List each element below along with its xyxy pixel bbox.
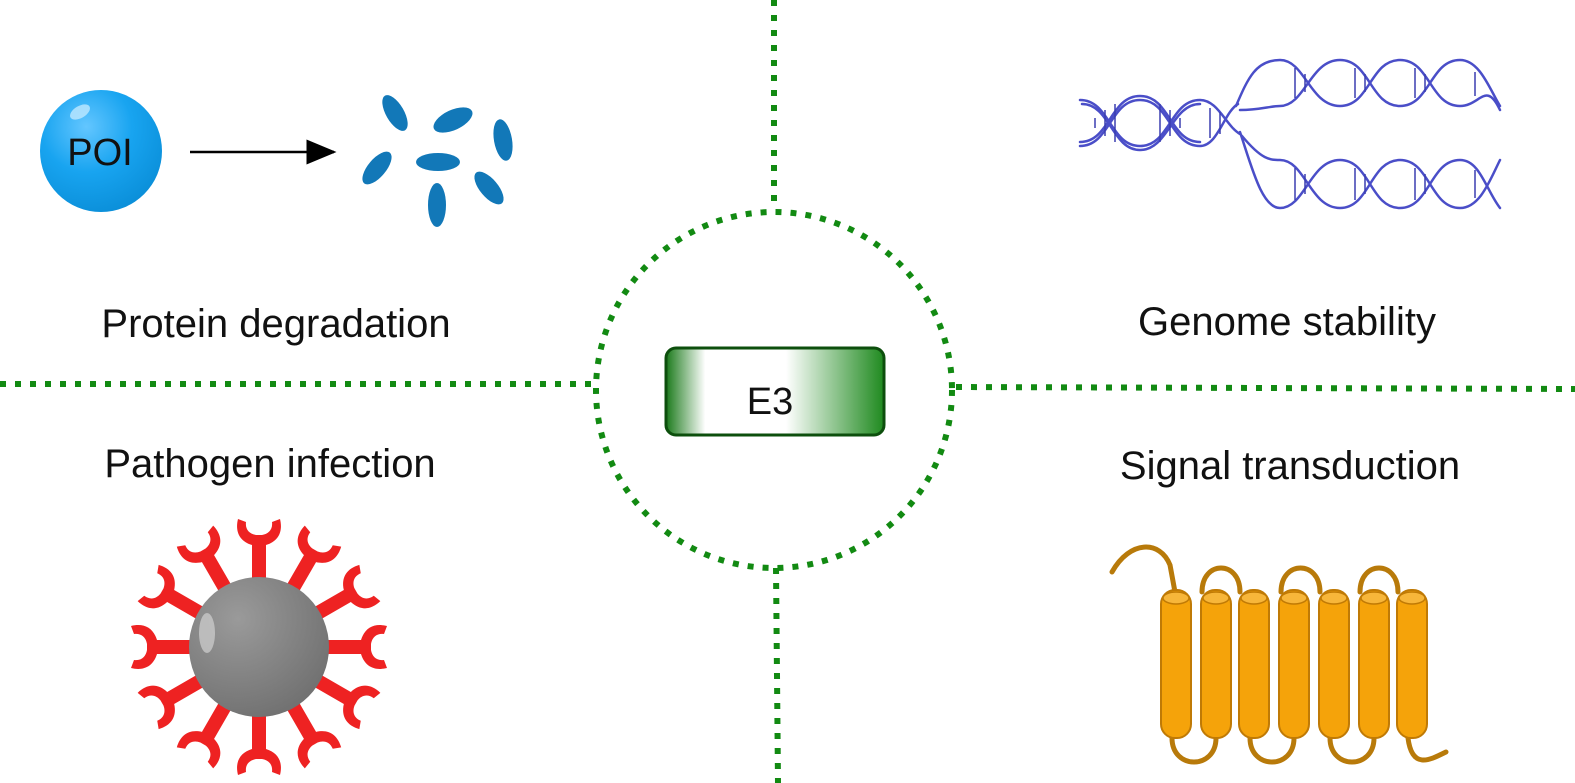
peptide-fragments-icon (362, 95, 513, 227)
receptor-loops-icon (1109, 544, 1449, 765)
membrane-receptor-icon (1109, 544, 1449, 765)
poi-label: POI (67, 132, 132, 174)
genome-stability-panel: Genome stability (1078, 58, 1502, 344)
virus-icon (131, 519, 387, 775)
genome-stability-title: Genome stability (1138, 300, 1436, 344)
signal-transduction-panel: Signal transduction (1109, 444, 1460, 765)
dna-base-pairs-icon (1094, 68, 1476, 200)
pathogen-infection-title: Pathogen infection (104, 442, 435, 486)
virus-core-icon (189, 577, 329, 717)
signal-transduction-title: Signal transduction (1120, 444, 1460, 488)
divider-bottom (773, 567, 781, 783)
e3-label: E3 (747, 381, 793, 423)
e3-box: E3 (664, 346, 886, 437)
dna-replication-fork-icon (1078, 58, 1502, 210)
poi-ball-icon (40, 90, 162, 212)
pathogen-infection-panel: Pathogen infection (104, 442, 436, 775)
transmembrane-helices-icon (1160, 589, 1428, 739)
divider-right (955, 384, 1575, 392)
protein-degradation-panel: POI Protein degradation (40, 90, 513, 346)
center-circle (593, 209, 955, 571)
protein-degradation-title: Protein degradation (101, 302, 450, 346)
